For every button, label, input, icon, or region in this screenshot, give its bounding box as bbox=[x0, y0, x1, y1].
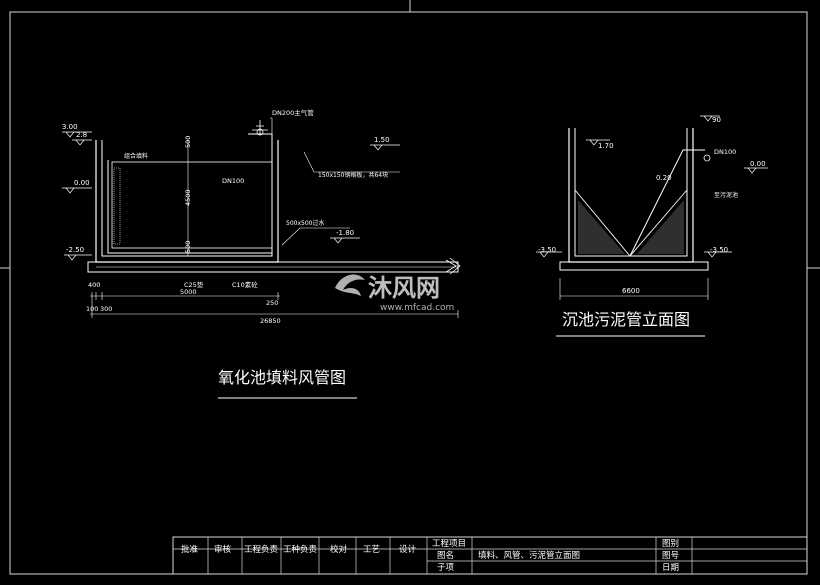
c10-label: C10素砼 bbox=[232, 280, 258, 289]
tb-category-label: 图别 bbox=[662, 539, 679, 549]
oxidation-tank-drawing bbox=[62, 117, 461, 399]
tb-role-approve: 批准 bbox=[181, 544, 199, 555]
tb-role-design: 设计 bbox=[399, 544, 417, 555]
level-marker-right bbox=[330, 237, 360, 244]
level-top-right bbox=[700, 115, 720, 122]
leader-main-pipe bbox=[270, 117, 273, 135]
right-level-mid-text: 1.70 bbox=[598, 142, 614, 150]
dim-250: 250 bbox=[266, 299, 278, 307]
tb-role-project-lead: 工程负责 bbox=[244, 544, 279, 555]
pipe-label-left: DN100 bbox=[222, 177, 244, 185]
grid-label: 150x150钢格板，共64块 bbox=[318, 171, 388, 179]
level-marker-top bbox=[62, 131, 92, 138]
dim-ticks-right bbox=[559, 278, 709, 300]
tb-role-discipline-lead: 工种负责 bbox=[283, 544, 318, 555]
filler-hatch bbox=[113, 167, 121, 245]
dim-ticks bbox=[91, 292, 459, 318]
dim-5000: 5000 bbox=[180, 288, 197, 296]
right-pipe-label: DN100 bbox=[714, 148, 736, 156]
hopper-slopes bbox=[574, 189, 688, 257]
level-marker-upper bbox=[72, 139, 92, 146]
leader-grid bbox=[303, 151, 400, 173]
level-water-right bbox=[744, 167, 768, 174]
right-level-bottom-left-text: -3.50 bbox=[538, 246, 556, 254]
dim-500-top: 500 bbox=[184, 136, 192, 148]
tb-date-label: 日期 bbox=[662, 563, 679, 573]
title-block-frame bbox=[172, 536, 808, 575]
dim-300: 300 bbox=[100, 305, 112, 313]
level-pipe-text: 1.50 bbox=[374, 136, 390, 144]
filler-label: 组合填料 bbox=[124, 152, 148, 160]
right-level-inner-text: 0.20 bbox=[656, 174, 672, 182]
tb-drawing-name-label: 图名 bbox=[437, 550, 454, 561]
dim-400: 400 bbox=[88, 281, 100, 289]
valve bbox=[252, 120, 268, 134]
watermark-logo-icon bbox=[335, 274, 365, 296]
leader-overflow bbox=[281, 227, 350, 246]
sludge-valve bbox=[703, 154, 711, 162]
watermark-brand: 沐风网 bbox=[368, 274, 440, 302]
level-bottom-text: -2.50 bbox=[66, 246, 84, 254]
settling-tank-drawing bbox=[536, 115, 768, 337]
settling-inner-wall bbox=[574, 128, 688, 257]
sludge-label: 至污泥池 bbox=[714, 191, 738, 199]
valve-body bbox=[256, 128, 264, 136]
base-slab bbox=[87, 261, 459, 273]
right-level-bottom-right-text: -3.50 bbox=[710, 246, 728, 254]
tb-drawing-name: 填料、风管、污泥管立面图 bbox=[478, 550, 580, 561]
main-pipe-label: DN200主气管 bbox=[272, 108, 314, 117]
level-top-text: 3.00 bbox=[62, 123, 78, 131]
break-mark bbox=[445, 257, 461, 275]
tb-project-label: 工程项目 bbox=[432, 539, 466, 549]
right-level-water-text: 0.00 bbox=[750, 160, 766, 168]
level-marker-pipe bbox=[370, 144, 400, 151]
level-marker-water bbox=[62, 187, 92, 194]
air-pipe-run bbox=[107, 133, 273, 254]
tb-role-check: 校对 bbox=[330, 544, 348, 555]
overflow-label: 500x500过水 bbox=[286, 219, 324, 227]
level-right-text: -1.80 bbox=[336, 229, 354, 237]
title-block bbox=[172, 536, 808, 575]
tb-columns bbox=[207, 537, 693, 574]
sludge-pipe bbox=[629, 149, 705, 257]
tb-role-process: 工艺 bbox=[363, 545, 380, 555]
level-bottom-right bbox=[704, 251, 732, 258]
sludge-left bbox=[578, 200, 625, 254]
dim-500-bottom: 500 bbox=[184, 241, 192, 253]
level-mid-right bbox=[586, 139, 610, 146]
right-drawing-title: 沉池污泥管立面图 bbox=[562, 310, 690, 329]
left-drawing-title: 氧化池填料风管图 bbox=[218, 368, 346, 387]
level-water-text: 0.00 bbox=[74, 179, 90, 187]
c25-label: C25垫 bbox=[184, 280, 204, 289]
dim-100: 100 bbox=[86, 305, 98, 313]
tb-subitem-label: 子项 bbox=[437, 563, 455, 573]
settling-base bbox=[559, 261, 709, 271]
level-upper-text: 2.8 bbox=[76, 131, 87, 139]
tb-role-review: 审核 bbox=[214, 544, 232, 555]
level-marker-bottom bbox=[64, 254, 92, 261]
level-bottom-left bbox=[536, 251, 562, 258]
right-level-top-text: 90 bbox=[712, 116, 721, 124]
dim-4500: 4500 bbox=[184, 189, 192, 206]
watermark-url: www.mfcad.com bbox=[380, 303, 454, 313]
sludge-right bbox=[637, 200, 684, 254]
dim-26850: 26850 bbox=[260, 317, 281, 325]
dim-6600: 6600 bbox=[622, 287, 640, 295]
tb-number-label: 图号 bbox=[662, 551, 679, 561]
